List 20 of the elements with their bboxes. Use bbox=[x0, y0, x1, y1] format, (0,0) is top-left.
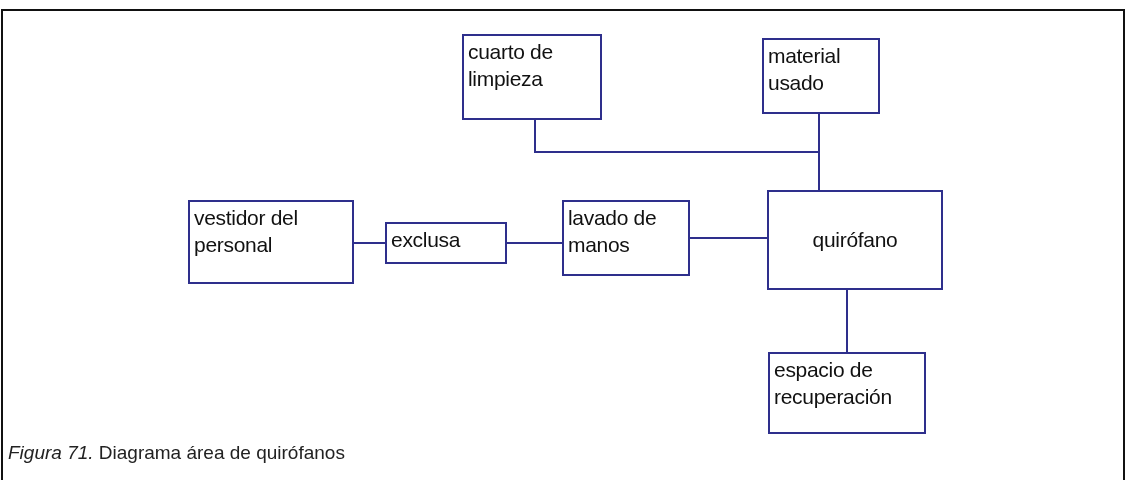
room-label: vestidor del personal bbox=[194, 205, 299, 259]
room-box bbox=[562, 200, 690, 276]
room-box bbox=[385, 222, 507, 264]
connector-line bbox=[818, 113, 820, 191]
room-box bbox=[462, 34, 602, 120]
connector-line bbox=[353, 242, 386, 244]
room-label: exclusa bbox=[391, 227, 461, 253]
connector-line bbox=[506, 242, 563, 244]
room-box bbox=[188, 200, 354, 284]
room-box bbox=[768, 352, 926, 434]
connector-line bbox=[846, 289, 848, 353]
room-label: espacio de recuperación bbox=[774, 357, 893, 411]
room-box bbox=[767, 190, 943, 290]
connector-line bbox=[689, 237, 768, 239]
figure-caption: Figura 71. Diagrama área de quirófanos bbox=[8, 442, 345, 464]
room-label: cuarto de limpieza bbox=[468, 39, 554, 93]
room-label: material usado bbox=[768, 43, 842, 97]
room-label: lavado de manos bbox=[568, 205, 658, 259]
room-box bbox=[762, 38, 880, 114]
room-label: quirófano bbox=[812, 227, 898, 254]
